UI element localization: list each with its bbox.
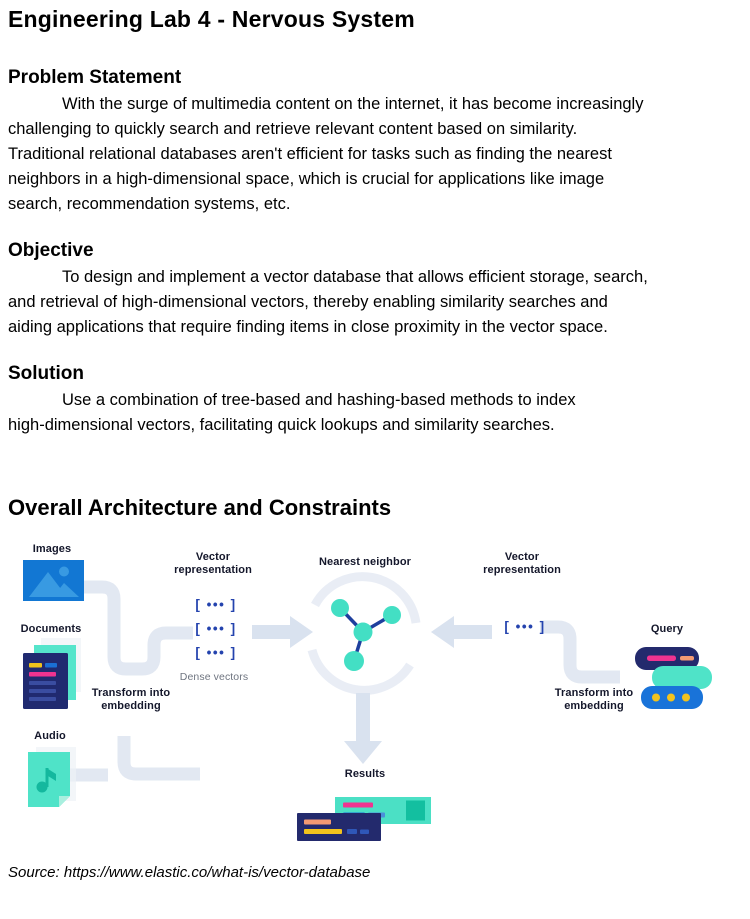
paragraph-problem-statement: With the surge of multimedia content on …	[8, 95, 644, 213]
document-page: Engineering Lab 4 - Nervous System Probl…	[8, 6, 648, 520]
label-vector-representation-right: Vector representation	[483, 551, 561, 576]
label-transform-embedding-right: Transform into embedding	[554, 687, 634, 712]
paragraph-solution: Use a combination of tree-based and hash…	[8, 391, 576, 434]
label-documents: Documents	[20, 623, 82, 635]
vector-row: [ ••• ]	[195, 597, 237, 612]
nearest-neighbor-arcs	[307, 572, 421, 695]
label-audio: Audio	[34, 730, 66, 742]
flow-arrows	[252, 616, 492, 764]
label-vector-representation-left: Vector representation	[174, 551, 252, 576]
heading-problem-statement: Problem Statement	[8, 67, 182, 88]
arc-top-icon	[311, 572, 421, 624]
vector-row: [ ••• ]	[195, 621, 237, 636]
heading-objective: Objective	[8, 240, 94, 261]
pipe-query-to-vector	[540, 620, 620, 684]
pipe-images-to-vectors	[84, 580, 193, 676]
audio-icon	[28, 747, 76, 807]
nearest-neighbor-graph-icon	[331, 599, 401, 671]
label-nearest-neighbor: Nearest neighbor	[318, 556, 412, 568]
arrow-down-icon	[344, 693, 382, 764]
architecture-diagram: Images Documents Audio Transform into em…	[0, 535, 750, 860]
paragraph-objective: To design and implement a vector databas…	[8, 268, 648, 336]
label-results: Results	[344, 768, 386, 780]
label-query: Query	[650, 623, 684, 635]
source-citation: Source: https://www.elastic.co/what-is/v…	[8, 864, 371, 881]
arrow-left-icon	[431, 616, 492, 648]
query-icon	[635, 647, 712, 709]
results-icon	[297, 797, 431, 841]
label-dense-vectors: Dense vectors	[179, 671, 249, 683]
documents-icon	[23, 638, 81, 709]
heading-solution: Solution	[8, 363, 84, 384]
label-transform-embedding-left: Transform into embedding	[91, 687, 171, 712]
arc-bottom-icon	[307, 648, 414, 695]
label-images: Images	[32, 543, 72, 555]
query-vector-icon: [ ••• ]	[504, 619, 546, 634]
page-title: Engineering Lab 4 - Nervous System	[8, 6, 415, 32]
connector-pipes	[70, 580, 620, 782]
diagram-shapes	[23, 560, 712, 841]
images-icon	[23, 560, 84, 601]
pipe-audio-to-embedding	[117, 736, 200, 781]
heading-architecture: Overall Architecture and Constraints	[8, 495, 392, 520]
arrow-right-icon	[252, 616, 313, 648]
vector-row: [ ••• ]	[195, 645, 237, 660]
dense-vectors-icon: [ ••• ] [ ••• ] [ ••• ]	[190, 593, 242, 665]
